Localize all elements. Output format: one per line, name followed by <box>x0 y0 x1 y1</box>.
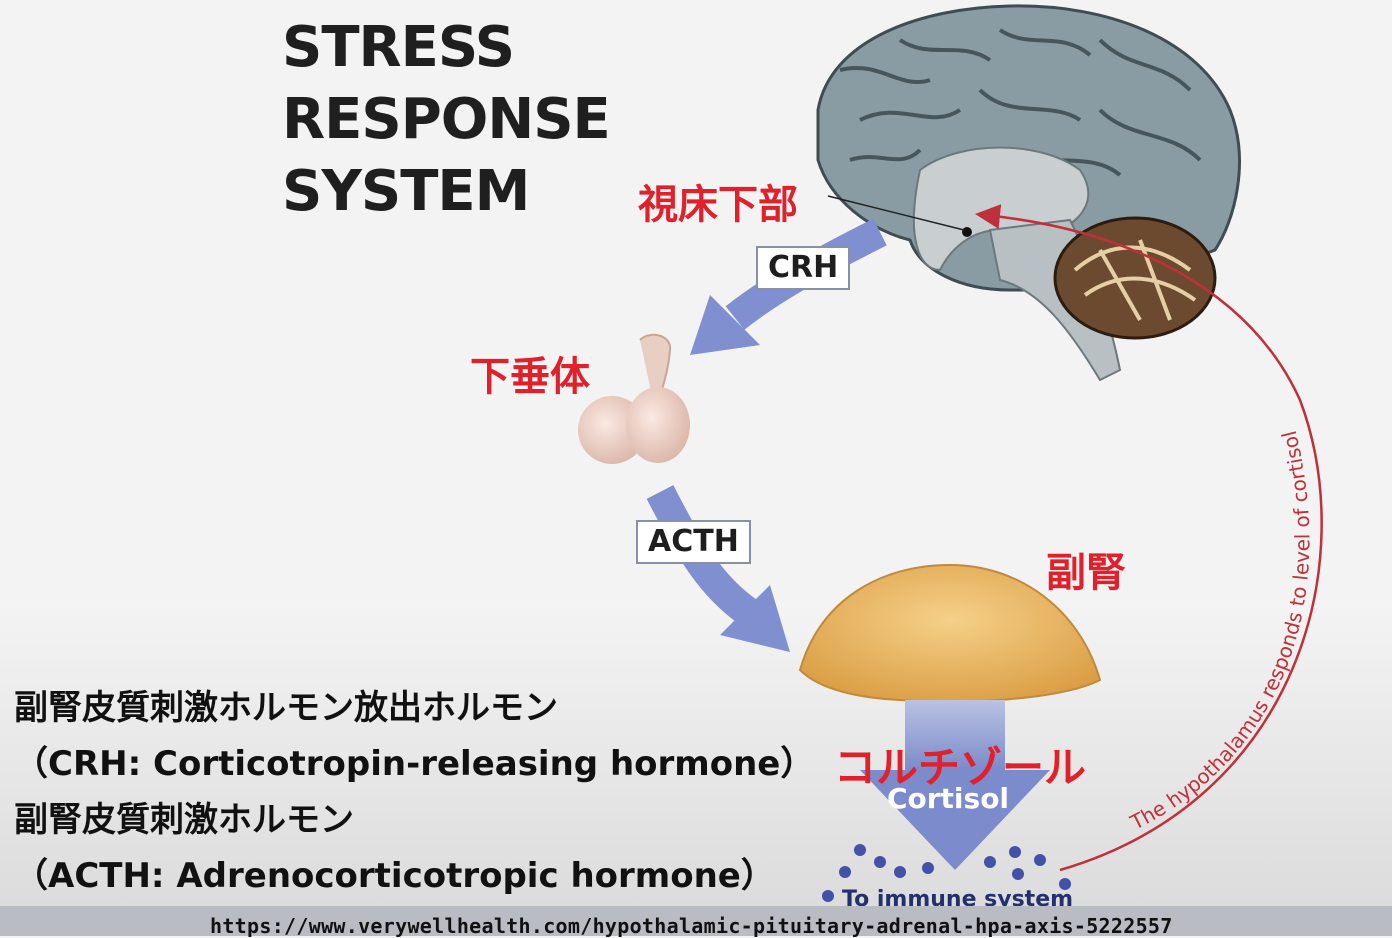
adrenal-label: 副腎 <box>1046 550 1126 596</box>
note-line-2: （CRH: Corticotropin-releasing hormone） <box>14 744 815 784</box>
immune-dots <box>822 844 1071 902</box>
cortisol-jp-label: コルチゾール <box>834 743 1087 792</box>
background-fade <box>0 600 1392 906</box>
title-line-3: SYSTEM <box>282 159 530 224</box>
brain-illustration <box>816 4 1241 382</box>
source-url[interactable]: https://www.verywellhealth.com/hypothala… <box>210 914 1173 938</box>
acth-box-label: ACTH <box>636 520 751 564</box>
title-line-1: STRESS <box>282 15 515 80</box>
note-line-4: （ACTH: Adrenocorticotropic hormone） <box>14 856 775 896</box>
title-line-2: RESPONSE <box>282 87 611 152</box>
note-line-1: 副腎皮質刺激ホルモン放出ホルモン <box>14 688 558 728</box>
adrenal-illustration <box>798 563 1102 703</box>
hypothalamus-label: 視床下部 <box>638 182 798 228</box>
pituitary-label: 下垂体 <box>470 354 590 400</box>
note-line-3: 副腎皮質刺激ホルモン <box>14 800 354 840</box>
pituitary-illustration <box>578 333 690 464</box>
feedback-arrow <box>975 204 1323 872</box>
cortisol-arrow <box>860 700 1050 870</box>
crh-box-label: CRH <box>756 246 851 290</box>
cortisol-label: Cortisol <box>887 782 1009 815</box>
source-bar <box>0 906 1392 936</box>
page-title: STRESS RESPONSE SYSTEM <box>282 12 611 228</box>
